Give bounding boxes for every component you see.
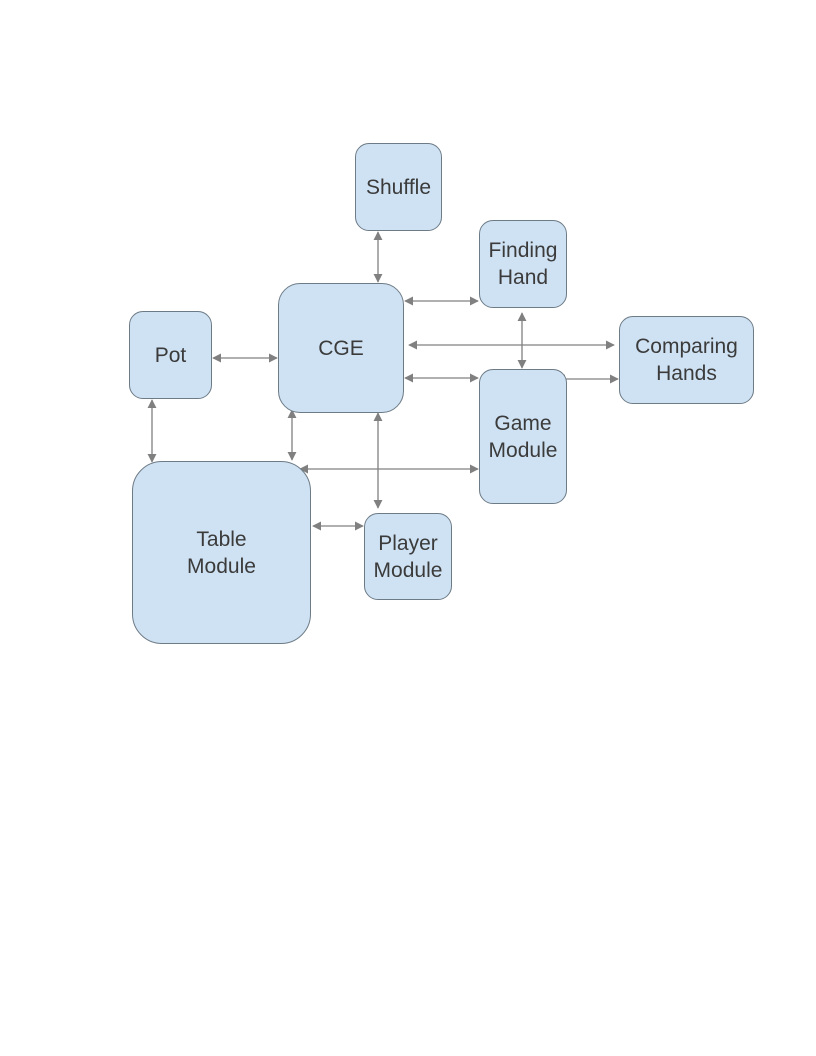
shuffle-label: Shuffle: [366, 175, 431, 199]
player-module-label: Player Module: [373, 531, 443, 582]
cge-node: CGE: [278, 283, 404, 413]
table-module-node: Table Module: [132, 461, 311, 644]
finding-hand-node: Finding Hand: [479, 220, 567, 308]
player-module-node: Player Module: [364, 513, 452, 600]
comparing-hands-node: Comparing Hands: [619, 316, 754, 404]
pot-label: Pot: [154, 343, 187, 367]
pot-node: Pot: [129, 311, 212, 399]
finding-hand-label: Finding Hand: [488, 239, 558, 289]
game-module-label: Game Module: [488, 411, 558, 462]
comparing-hands-label: Comparing Hands: [635, 335, 738, 385]
shuffle-node: Shuffle: [355, 143, 442, 231]
game-module-node: Game Module: [479, 369, 567, 504]
cge-label: CGE: [318, 336, 364, 360]
table-module-label: Table Module: [187, 527, 256, 578]
